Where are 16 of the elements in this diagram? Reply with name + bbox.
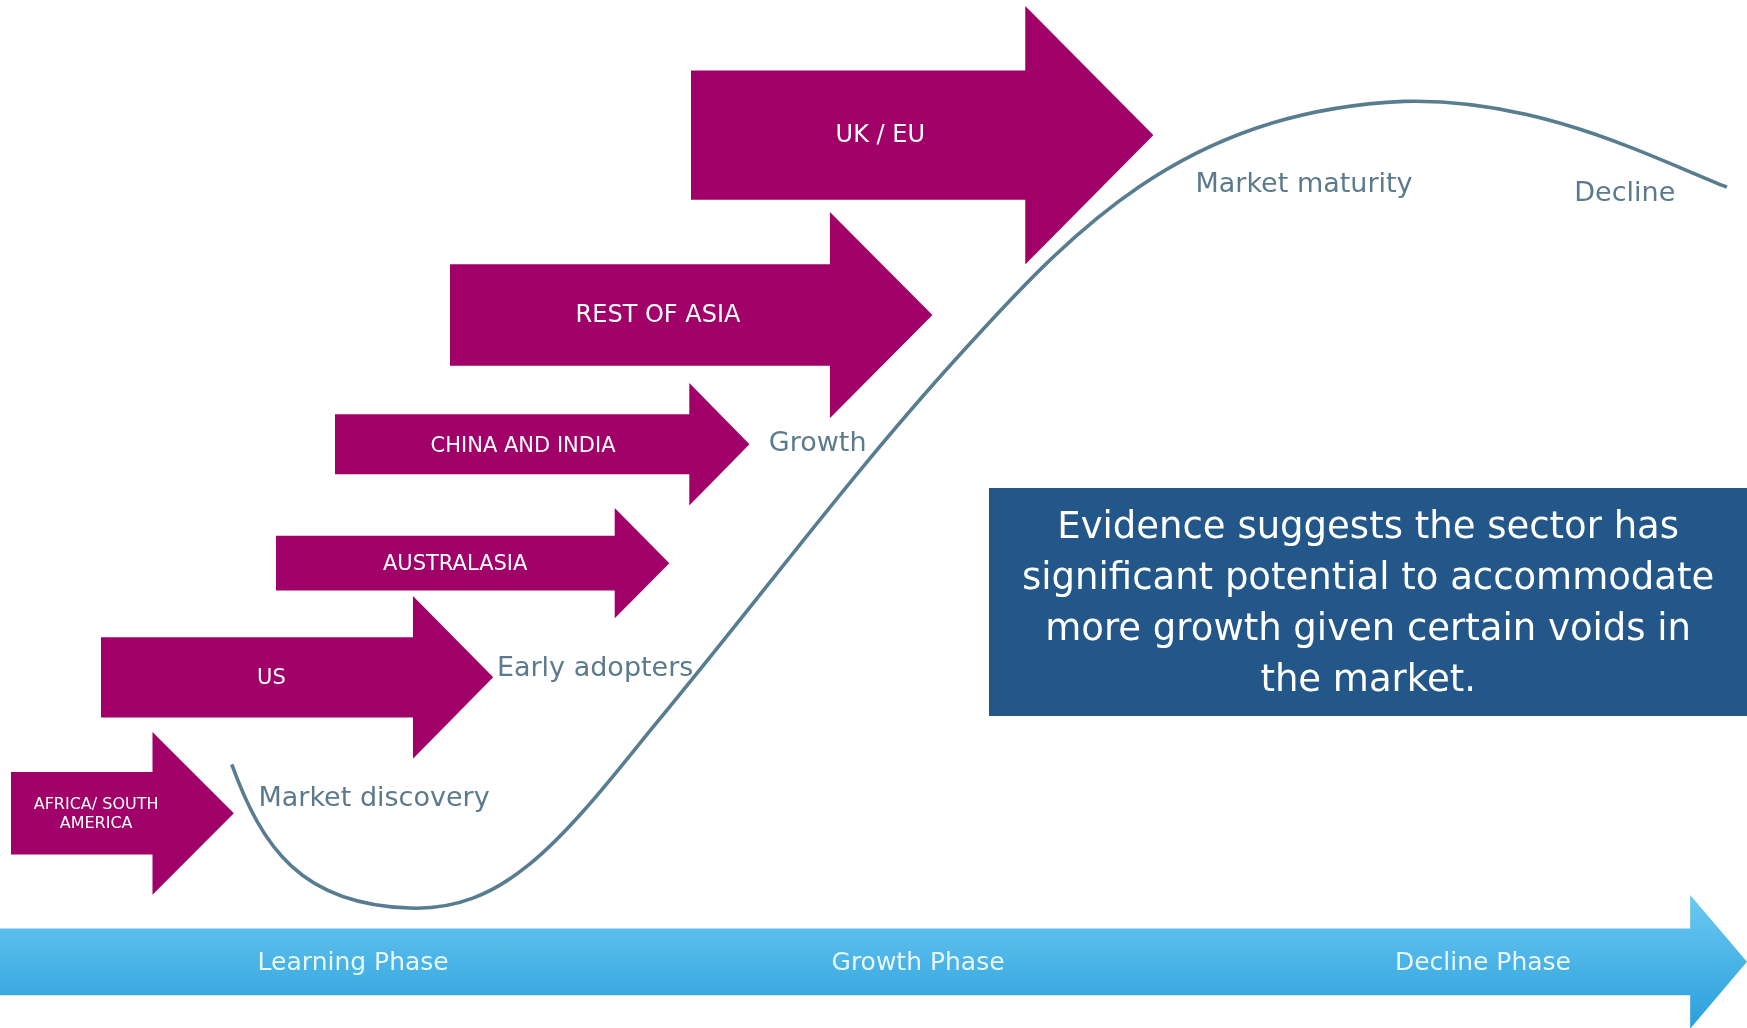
region-label: US (256, 665, 287, 690)
stage-label: Growth (768, 425, 867, 457)
callout-box (989, 488, 1747, 717)
phase-label: Growth Phase (831, 947, 1005, 976)
stage-label: Early adopters (496, 650, 694, 682)
region-label: AFRICA/ SOUTH AMERICA (32, 794, 160, 832)
stage-label: Decline (1574, 176, 1676, 208)
stage-label: Market maturity (1195, 167, 1413, 199)
region-label: CHINA AND INDIA (429, 432, 617, 457)
callout-text: Evidence suggests the sector has significant potential to accommodate more growth given certain voids in the market. (1021, 503, 1716, 703)
stage-label: Market discovery (258, 781, 490, 812)
phase-label: Learning Phase (257, 947, 449, 976)
region-label: UK / EU (834, 121, 926, 149)
region-label: REST OF ASIA (574, 300, 742, 329)
region-label: AUSTRALASIA (381, 551, 529, 576)
phase-label: Decline Phase (1394, 947, 1571, 976)
